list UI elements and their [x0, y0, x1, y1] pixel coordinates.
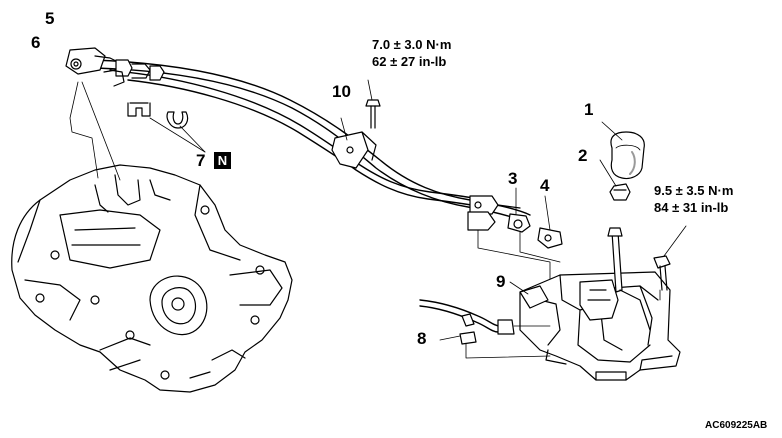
- lock-nut: [609, 183, 631, 201]
- cable-bracket-bolt: [365, 99, 381, 129]
- n-badge: N: [214, 152, 231, 169]
- callout-7: 7: [196, 151, 206, 170]
- transaxle-housing: [11, 164, 293, 393]
- lever-assembly-bolt: [653, 255, 671, 291]
- callout-9: 9: [496, 272, 506, 291]
- callout-2: 2: [578, 146, 588, 165]
- torque-spec-lever-assembly-bolt: 9.5 ± 3.5 N·m 84 ± 31 in-lb: [654, 182, 733, 216]
- callout-8: 8: [417, 329, 427, 348]
- callout-3: 3: [508, 169, 518, 188]
- callout-5: 5: [45, 9, 55, 28]
- cable-end-fittings: [65, 47, 165, 87]
- cable-clips: [127, 102, 189, 129]
- torque-inlb: 84 ± 31 in-lb: [654, 200, 729, 215]
- torque-nm: 7.0 ± 3.0 N·m: [372, 37, 452, 52]
- shift-lever-assembly: [519, 227, 681, 381]
- torque-nm: 9.5 ± 3.5 N·m: [654, 183, 734, 198]
- callout-6: 6: [31, 33, 41, 52]
- torque-spec-cable-bracket-bolt: 7.0 ± 3.0 N·m 62 ± 27 in-lb: [372, 36, 451, 70]
- callout-4: 4: [540, 176, 550, 195]
- callout-1: 1: [584, 100, 594, 119]
- wiring-harness: [419, 299, 515, 345]
- cable-mounting-bracket: [331, 131, 377, 169]
- shift-knob: [610, 131, 645, 180]
- figure-code: AC609225AB: [705, 420, 768, 431]
- torque-inlb: 62 ± 27 in-lb: [372, 54, 447, 69]
- lever-side-cable-ends: [467, 195, 563, 249]
- callout-10: 10: [332, 82, 351, 101]
